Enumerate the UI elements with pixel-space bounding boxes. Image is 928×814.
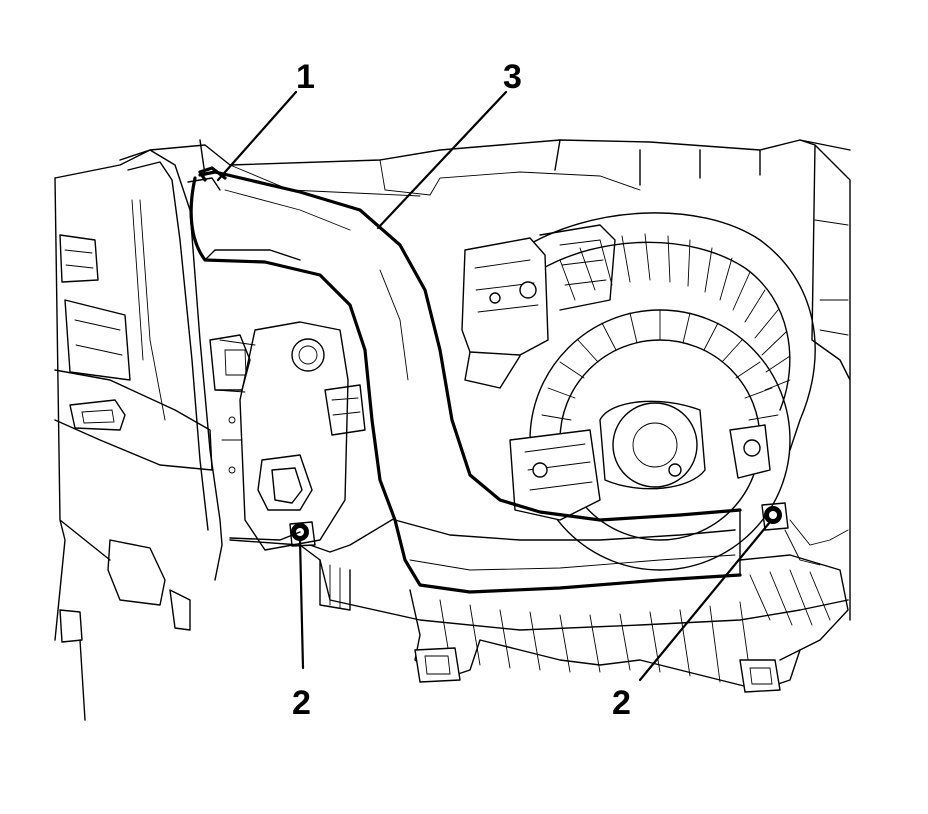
callout-3: 3 [503,58,522,96]
callout-leaders [216,90,772,682]
leader-2-left [298,538,305,670]
callout-1: 1 [296,58,315,96]
dashboard-frame [54,139,851,641]
callout-2-left: 2 [292,684,311,722]
air-duct [189,170,742,594]
blower-resistor-module [461,224,616,389]
left-support-bracket [54,149,223,721]
callout-2-right: 2 [612,684,631,722]
lower-blower-case [229,539,849,693]
duct-fastener-right [761,502,789,531]
leader-2-right [638,520,772,682]
wiring-harness [229,517,849,566]
blower-motor-fan [509,212,816,571]
leader-3 [376,90,508,230]
duct-seal [187,166,227,191]
leader-1 [216,90,298,182]
center-bracket [209,321,366,551]
